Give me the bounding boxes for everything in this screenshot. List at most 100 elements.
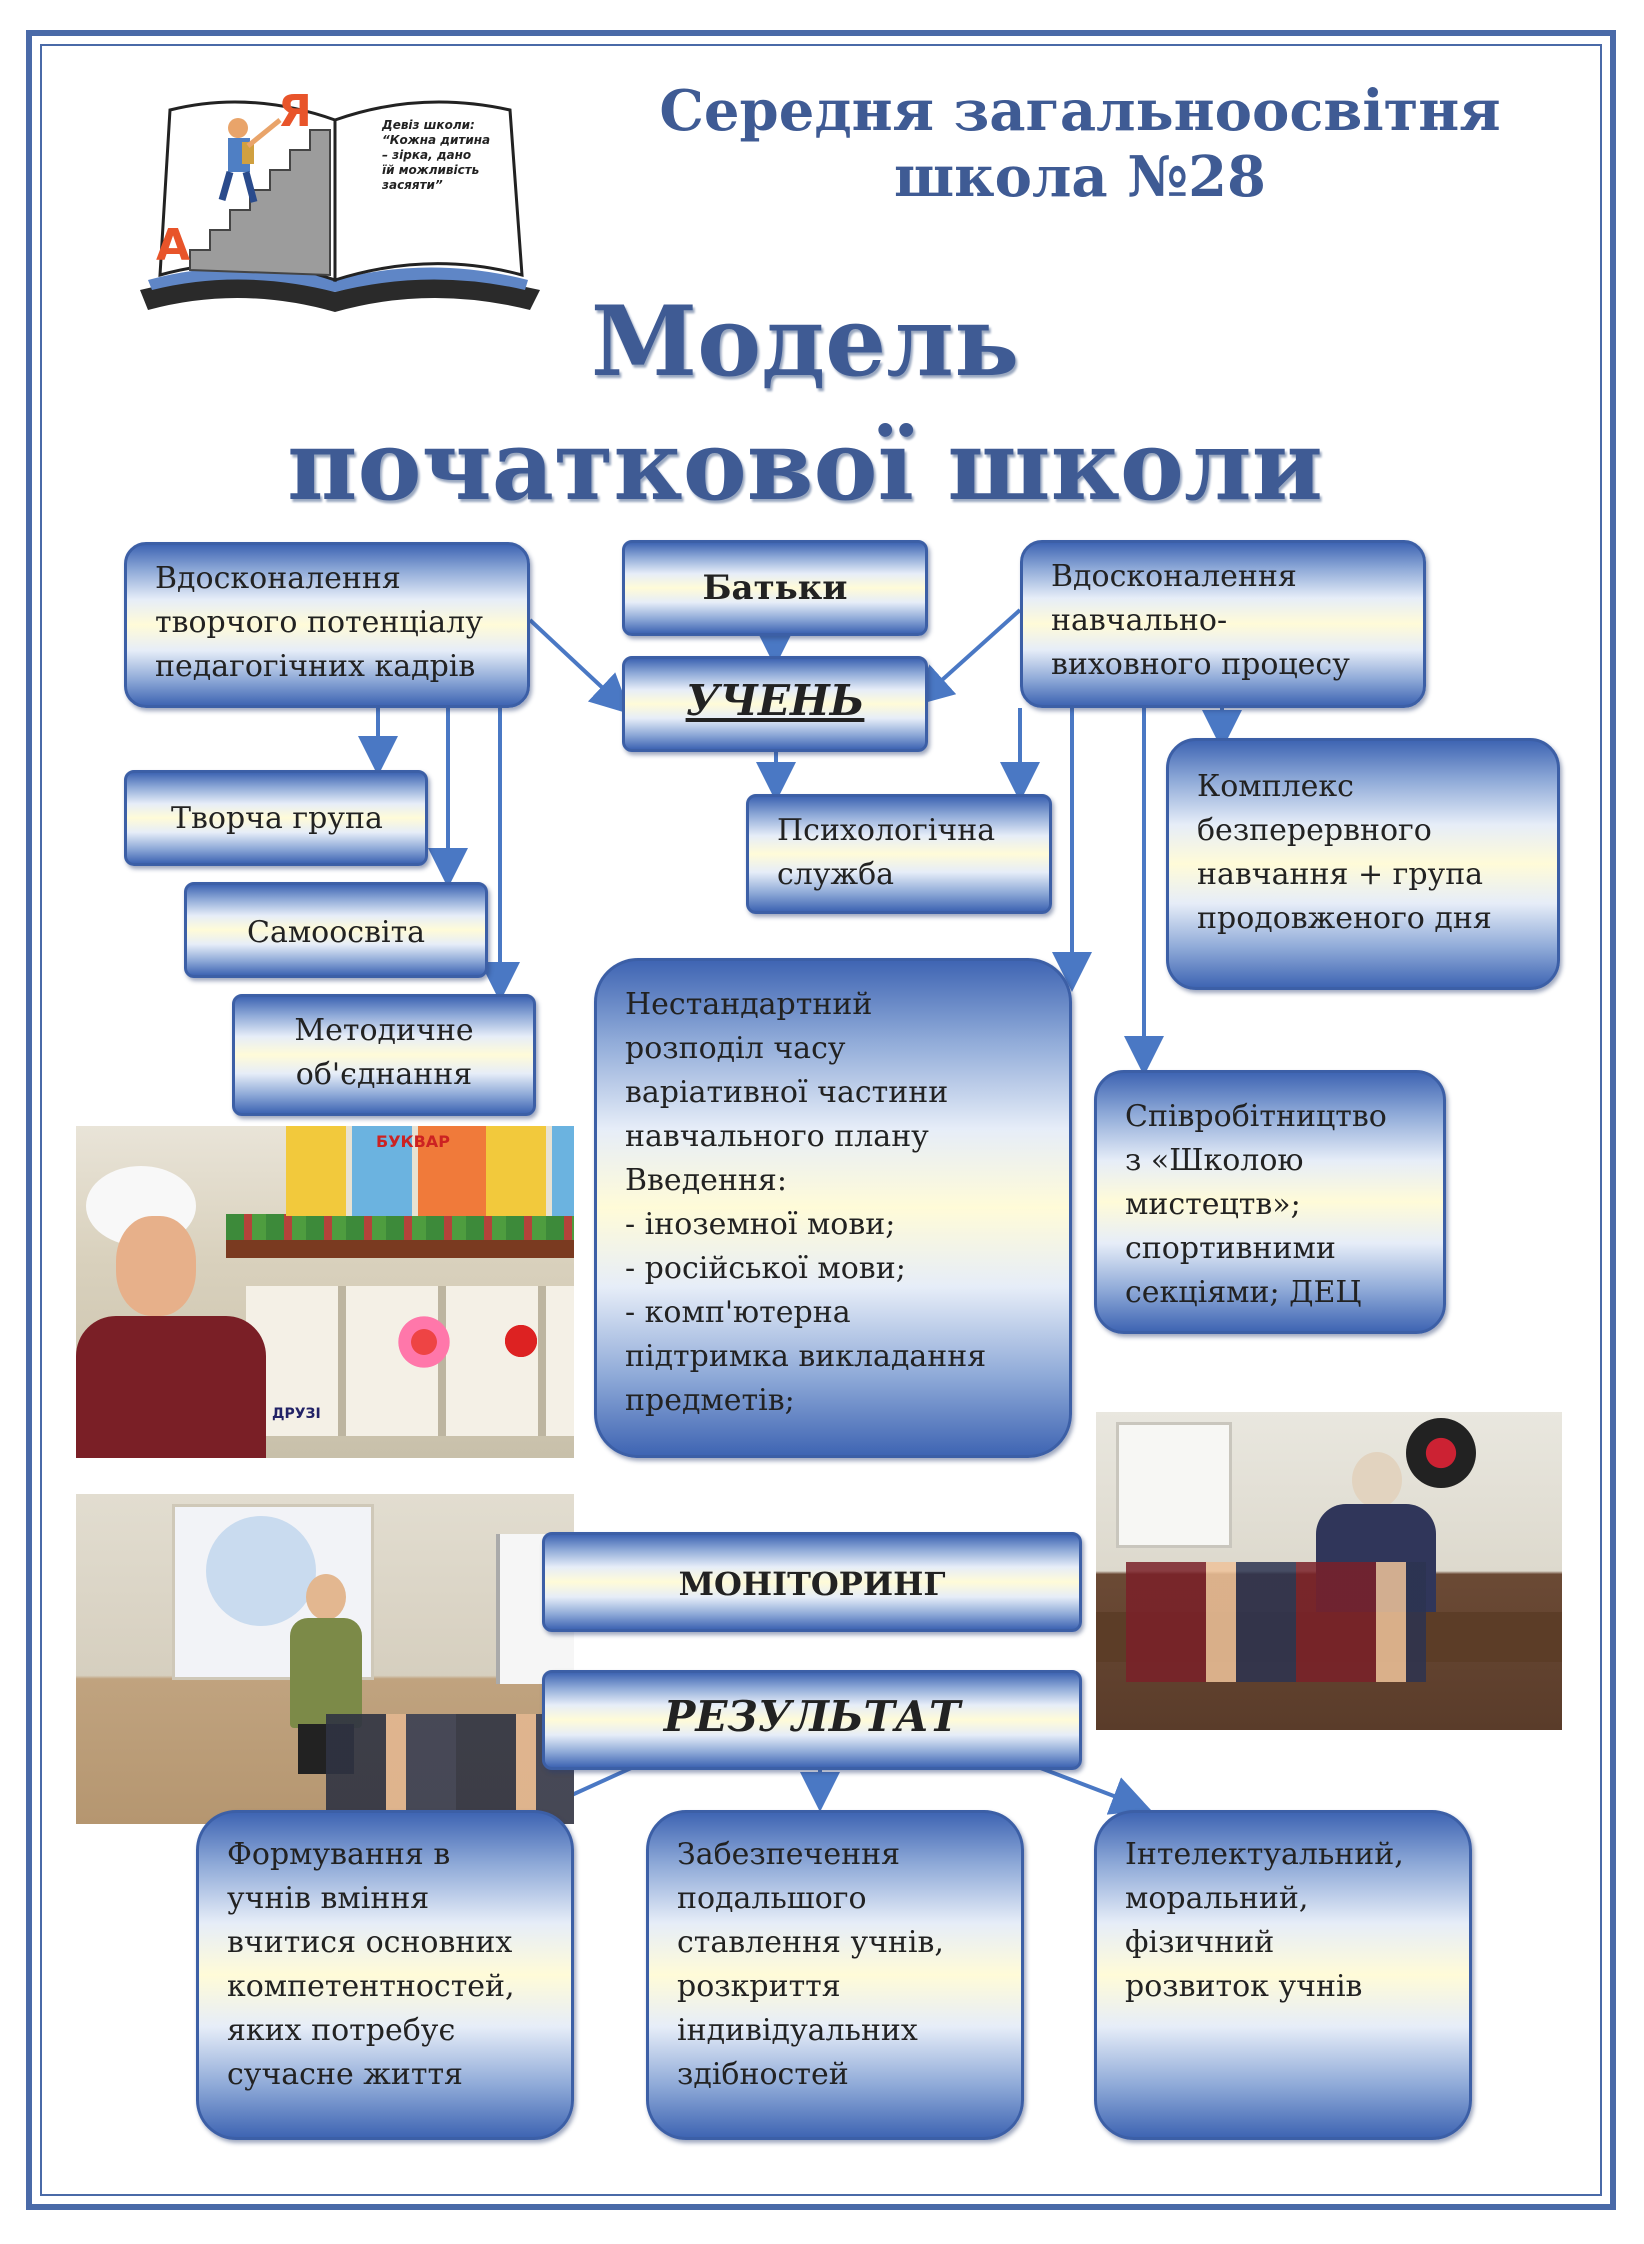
box-result-abilities: Забезпечення подальшого ставлення учнів,… (646, 1810, 1024, 2140)
school-name-line2: школа №28 (893, 144, 1267, 210)
box-line: служба (777, 857, 895, 892)
box-line: Нестандартний (625, 987, 873, 1022)
logo-motto-line: “Кожна дитина (382, 133, 491, 147)
photo-pupils2 (1126, 1562, 1426, 1682)
box-psych-service: Психологічна служба (746, 794, 1052, 914)
result-label: РЕЗУЛЬТАТ (663, 1692, 961, 1741)
photo-drawing-flower (394, 1312, 454, 1372)
box-result-development: Інтелектуальний, моральний, фізичний роз… (1094, 1810, 1472, 2140)
box-line: ставлення учнів, (677, 1925, 944, 1960)
box-line: спортивними (1125, 1231, 1336, 1266)
box-result-competences: Формування в учнів вміння вчитися основн… (196, 1810, 574, 2140)
logo-motto-line: засяяти” (382, 178, 443, 192)
box-parents: Батьки (622, 540, 928, 636)
box-line: безперервного (1197, 813, 1432, 848)
box-line: Психологічна (777, 813, 996, 848)
box-line: - російської мови; (625, 1251, 906, 1286)
box-creative-group: Творча група (124, 770, 428, 866)
box-methodical: Методичне об'єднання (232, 994, 536, 1116)
box-line: секціями; ДЕЦ (1125, 1275, 1362, 1310)
photo-teacher-head (306, 1574, 346, 1620)
photo-plate (1406, 1418, 1476, 1488)
box-process-development: Вдосконалення навчально- виховного проце… (1020, 540, 1426, 708)
box-line: підтримка викладання (625, 1339, 987, 1374)
box-line: Комплекс (1197, 769, 1354, 804)
box-line: - комп'ютерна (625, 1295, 851, 1330)
box-line: - іноземної мови; (625, 1207, 896, 1242)
photo-poster-circle (206, 1516, 316, 1626)
logo-letter-ya: Я (278, 86, 312, 137)
box-line: педагогічних кадрів (155, 649, 476, 684)
photo-plants (226, 1214, 574, 1240)
box-line: розподіл часу (625, 1031, 846, 1066)
school-name: Середня загальноосвітня школа №28 (640, 78, 1520, 210)
box-monitoring: МОНІТОРИНГ (542, 1532, 1082, 1632)
school-name-line1: Середня загальноосвітня (659, 78, 1501, 144)
logo-letter-a: А (156, 220, 191, 271)
box-line: Забезпечення (677, 1837, 901, 1872)
box-line: індивідуальних (677, 2013, 918, 2048)
box-line: розкриття (677, 1969, 841, 2004)
box-line: подальшого (677, 1881, 867, 1916)
box-line: Інтелектуальний, (1125, 1837, 1404, 1872)
arrow-teachers-to-pupil (528, 618, 631, 715)
box-line: Співробітництво (1125, 1099, 1387, 1134)
photo-girl-face (116, 1216, 196, 1316)
box-line: з «Школою (1125, 1143, 1304, 1178)
box-line: розвиток учнів (1125, 1969, 1363, 2004)
photo-pupils (326, 1714, 574, 1824)
page-frame-outer (26, 30, 1616, 2210)
box-line: продовженого дня (1197, 901, 1492, 936)
model-title-line1: Модель (590, 285, 1020, 398)
box-line: вчитися основних (227, 1925, 513, 1960)
arrow-process-to-pupil (913, 608, 1022, 707)
box-line: моральний, (1125, 1881, 1309, 1916)
box-teachers-development: Вдосконалення творчого потенціалу педаго… (124, 542, 530, 708)
box-line: навчально- (1051, 603, 1228, 638)
box-line: сучасне життя (227, 2057, 463, 2092)
photo-teacher2-head (1352, 1452, 1402, 1508)
box-line: Введення: (625, 1163, 787, 1198)
box-line: Вдосконалення (1051, 559, 1297, 594)
box-line: здібностей (677, 2057, 849, 2092)
logo-motto-line: Девіз школи: (382, 118, 475, 132)
box-result: РЕЗУЛЬТАТ (542, 1670, 1082, 1770)
box-line: Вдосконалення (155, 561, 401, 596)
photo-drawing-rose (496, 1316, 546, 1366)
box-line: Формування в (227, 1837, 451, 1872)
box-line: яких потребує (227, 2013, 456, 2048)
box-line: предметів; (625, 1383, 795, 1418)
photo-books-top (286, 1126, 574, 1216)
photo-window-left (1116, 1422, 1232, 1548)
box-line: виховного процесу (1051, 647, 1350, 682)
photo-card-label: ДРУЗІ (272, 1406, 321, 1422)
box-line: компетентностей, (227, 1969, 515, 2004)
box-complex: Комплекс безперервного навчання + група … (1166, 738, 1560, 990)
arrow-result-to-result3 (1029, 1762, 1152, 1815)
photo-girl-with-drawings: БУКВАР ДРУЗІ (76, 1126, 574, 1458)
photo-teacher-classroom (76, 1494, 574, 1824)
logo-motto-line: – зірка, дано (382, 148, 472, 162)
box-line: мистецтв»; (1125, 1187, 1301, 1222)
box-line: об'єднання (295, 1057, 473, 1092)
photo-teacher-body (290, 1618, 362, 1728)
box-line: творчого потенціалу (155, 605, 483, 640)
logo-motto-line: їй можливість (382, 163, 480, 177)
logo-motto: Девіз школи: “Кожна дитина – зірка, дано… (382, 118, 492, 193)
box-self-education: Самоосвіта (184, 882, 488, 978)
photo-shelf (226, 1236, 574, 1258)
model-title: Модель початкової школи (250, 280, 1360, 528)
box-nonstandard: Нестандартний розподіл часу варіативної … (594, 958, 1072, 1458)
school-logo (140, 100, 540, 312)
model-title-line2: початкової школи (287, 409, 1323, 522)
photo-book-label: БУКВАР (376, 1132, 450, 1151)
box-line: навчального плану (625, 1119, 929, 1154)
box-cooperation: Співробітництво з «Школою мистецтв»; спо… (1094, 1070, 1446, 1334)
page-frame-inner (40, 44, 1602, 2196)
box-pupil: УЧЕНЬ (622, 656, 928, 752)
box-line: фізичний (1125, 1925, 1275, 1960)
box-line: навчання + група (1197, 857, 1484, 892)
photo-girl (76, 1166, 266, 1458)
box-line: варіативної частини (625, 1075, 949, 1110)
